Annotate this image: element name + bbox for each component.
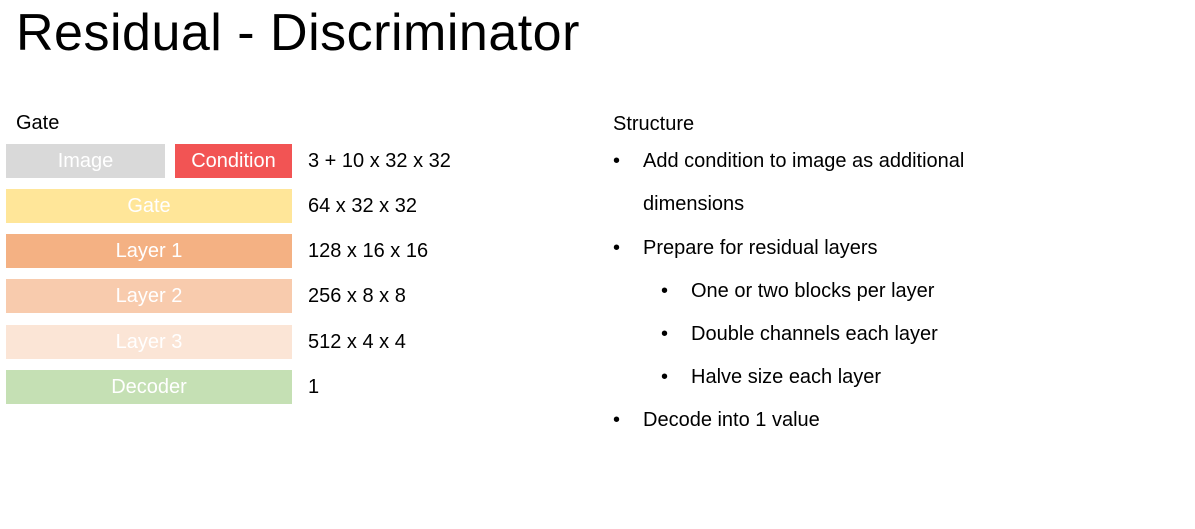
layer2-block: Layer 2 [6, 279, 292, 313]
bullet-text: Double channels each layer [691, 323, 938, 345]
bullet-glyph: • [661, 280, 669, 302]
layer1-block: Layer 1 [6, 234, 292, 268]
bullet-text: Halve size each layer [691, 366, 882, 388]
bullet-glyph: • [661, 366, 669, 388]
subbullet-blocks-per-layer: • One or two blocks per layer [661, 279, 934, 303]
bullet-add-condition-continued: dimensions [643, 193, 745, 215]
decoder-block: Decoder [6, 370, 292, 404]
layer1-dims: 128 x 16 x 16 [308, 240, 429, 262]
bullet-glyph: • [661, 323, 669, 345]
input-dims: 3 + 10 x 32 x 32 [308, 150, 451, 172]
gate-block: Gate [6, 189, 292, 223]
bullet-prepare-residual: • Prepare for residual layers [613, 236, 878, 260]
page-title: Residual - Discriminator [16, 4, 580, 62]
bullet-add-condition: • Add condition to image as additional [613, 149, 964, 173]
subbullet-double-channels: • Double channels each layer [661, 322, 938, 346]
bullet-text: Decode into 1 value [643, 409, 820, 431]
bullet-text: Prepare for residual layers [643, 237, 878, 259]
condition-block: Condition [175, 144, 292, 178]
bullet-decode: • Decode into 1 value [613, 408, 820, 432]
gate-heading: Gate [16, 112, 60, 134]
subbullet-halve-size: • Halve size each layer [661, 365, 881, 389]
layer3-block: Layer 3 [6, 325, 292, 359]
image-block: Image [6, 144, 165, 178]
bullet-text: One or two blocks per layer [691, 280, 935, 302]
structure-heading: Structure [613, 113, 695, 135]
bullet-glyph: • [613, 237, 621, 259]
gate-dims: 64 x 32 x 32 [308, 195, 417, 217]
layer2-dims: 256 x 8 x 8 [308, 285, 406, 307]
bullet-text: Add condition to image as additional [643, 150, 965, 172]
bullet-glyph: • [613, 409, 621, 431]
decoder-dims: 1 [308, 376, 320, 398]
layer3-dims: 512 x 4 x 4 [308, 331, 406, 353]
bullet-glyph: • [613, 150, 621, 172]
